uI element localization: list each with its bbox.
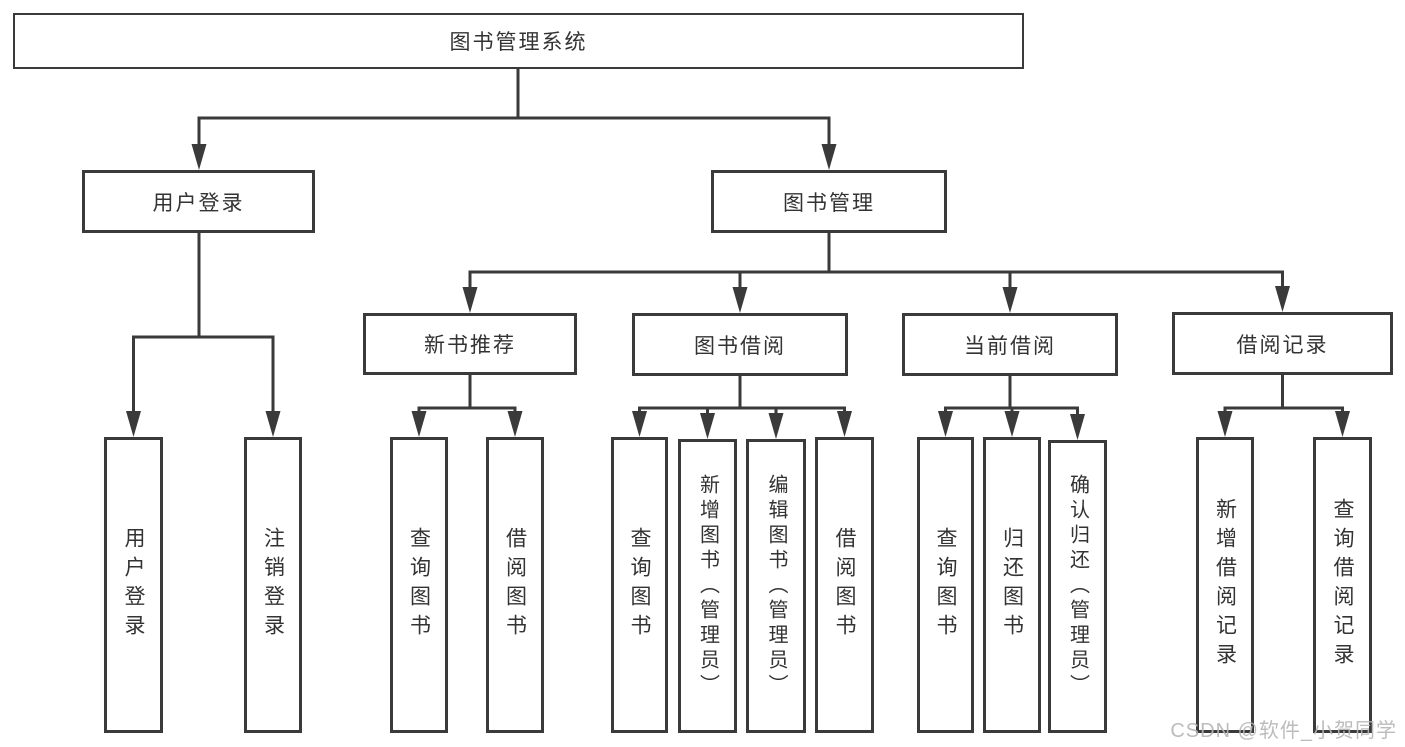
leaf-query-books-recommend: 查询图书 <box>390 437 448 733</box>
node-book-borrow: 图书借阅 <box>632 313 848 376</box>
node-new-book-recommend: 新书推荐 <box>363 313 577 375</box>
node-book-management: 图书管理 <box>711 170 947 233</box>
leaf-return-books: 归还图书 <box>983 437 1041 733</box>
leaf-add-borrow-record: 新增借阅记录 <box>1196 437 1254 733</box>
leaf-borrow-books: 借阅图书 <box>815 437 874 733</box>
leaf-query-books-borrow: 查询图书 <box>611 437 668 733</box>
edges-user-login <box>126 233 281 437</box>
leaf-add-books-admin: 新增图书（管理员） <box>678 439 737 733</box>
node-user-login: 用户登录 <box>82 170 315 233</box>
edges-new-book-recommend <box>411 375 523 437</box>
leaf-user-login: 用户登录 <box>104 437 163 733</box>
leaf-confirm-return-admin: 确认归还（管理员） <box>1048 440 1107 733</box>
leaf-query-books-current: 查询图书 <box>917 437 974 733</box>
node-current-borrow: 当前借阅 <box>902 313 1118 376</box>
leaf-query-borrow-record: 查询借阅记录 <box>1313 437 1372 733</box>
leaf-logout: 注销登录 <box>244 437 302 733</box>
edges-book-borrow <box>632 376 852 439</box>
node-library-system: 图书管理系统 <box>13 13 1024 69</box>
edges-borrow-records <box>1217 375 1350 437</box>
edges-current-borrow <box>938 376 1085 440</box>
edges-root-to-level2 <box>191 69 837 170</box>
leaf-edit-books-admin: 编辑图书（管理员） <box>746 439 806 733</box>
watermark: CSDN @软件_小贺同学 <box>1170 720 1397 742</box>
node-borrow-records: 借阅记录 <box>1172 312 1393 375</box>
edges-book-management <box>462 233 1290 313</box>
leaf-borrow-books-recommend: 借阅图书 <box>486 437 544 733</box>
